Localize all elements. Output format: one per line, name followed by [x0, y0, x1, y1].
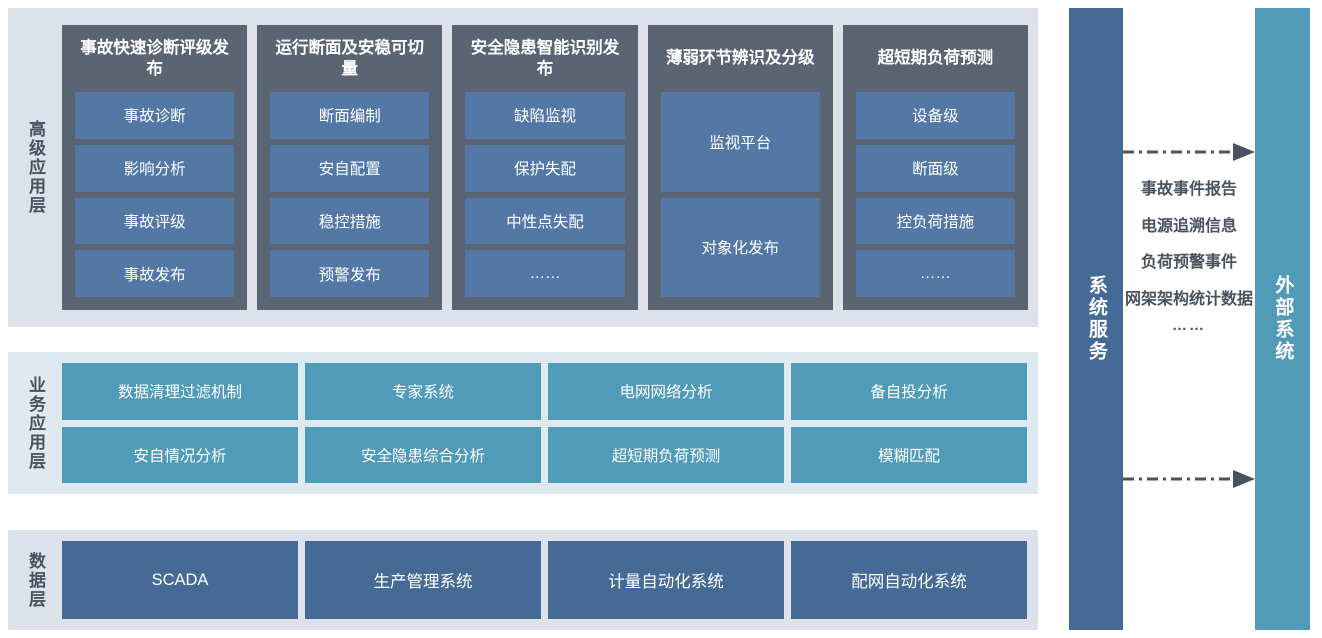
- app-column-title: 事故快速诊断评级发布: [80, 38, 229, 78]
- app-column-safety-hazard[interactable]: 安全隐患智能识别发布 缺陷监视 保护失配 中性点失配 ……: [452, 25, 638, 310]
- business-row: 安自情况分析 安全隐患综合分析 超短期负荷预测 模糊匹配: [62, 426, 1027, 483]
- exchange-connector-area: 事故事件报告 电源追溯信息 负荷预警事件 网架架构统计数据 ……: [1123, 8, 1255, 630]
- exchange-item-accident-event-report: 事故事件报告: [1140, 181, 1237, 198]
- app-column-title: 安全隐患智能识别发布: [470, 38, 620, 78]
- app-column-ultra-short-load-forecast[interactable]: 超短期负荷预测 设备级 断面级 控负荷措施 ……: [842, 25, 1029, 310]
- app-column-item-list: 断面编制 安自配置 稳控措施 预警发布: [270, 92, 430, 297]
- business-item[interactable]: 安自情况分析: [62, 426, 298, 483]
- flow-arrow-bottom-icon: [1123, 470, 1255, 488]
- app-item[interactable]: 事故发布: [75, 250, 235, 297]
- business-item[interactable]: 专家系统: [305, 363, 541, 420]
- app-item[interactable]: 断面级: [855, 144, 1016, 192]
- app-item[interactable]: 中性点失配: [465, 197, 625, 245]
- business-item[interactable]: 安全隐患综合分析: [305, 426, 541, 483]
- data-layer-rows: SCADA 生产管理系统 计量自动化系统 配网自动化系统: [62, 530, 1038, 630]
- app-item[interactable]: 监视平台: [660, 92, 820, 192]
- app-item[interactable]: ……: [855, 250, 1016, 297]
- app-item[interactable]: 对象化发布: [660, 197, 820, 297]
- system-service-bar[interactable]: 系统服务: [1069, 8, 1123, 630]
- layer-data: 数据层 SCADA 生产管理系统 计量自动化系统 配网自动化系统: [8, 530, 1038, 630]
- app-item[interactable]: 保护失配: [465, 144, 625, 192]
- exchange-item-list: 事故事件报告 电源追溯信息 负荷预警事件 网架架构统计数据 ……: [1123, 180, 1255, 334]
- business-item[interactable]: 数据清理过滤机制: [62, 363, 298, 420]
- business-item[interactable]: 超短期负荷预测: [548, 426, 784, 483]
- business-item[interactable]: 电网网络分析: [548, 363, 784, 420]
- business-item[interactable]: 备自投分析: [791, 363, 1027, 420]
- app-item[interactable]: 事故诊断: [75, 92, 235, 139]
- app-item[interactable]: 设备级: [855, 92, 1016, 139]
- app-item[interactable]: 断面编制: [270, 92, 430, 139]
- business-application-rows: 数据清理过滤机制 专家系统 电网网络分析 备自投分析 安自情况分析 安全隐患综合…: [62, 352, 1038, 494]
- app-item[interactable]: 缺陷监视: [465, 92, 625, 139]
- layer-label-business-application: 业务应用层: [26, 375, 46, 471]
- app-column-item-list: 监视平台 对象化发布: [660, 92, 820, 297]
- data-item[interactable]: SCADA: [62, 541, 298, 619]
- data-item[interactable]: 计量自动化系统: [548, 541, 784, 619]
- app-item[interactable]: 事故评级: [75, 197, 235, 245]
- app-column-title: 超短期负荷预测: [877, 49, 994, 68]
- data-row: SCADA 生产管理系统 计量自动化系统 配网自动化系统: [62, 541, 1027, 619]
- layer-label-data: 数据层: [26, 551, 46, 609]
- app-column-item-list: 事故诊断 影响分析 事故评级 事故发布: [75, 92, 235, 297]
- app-column-weak-link[interactable]: 薄弱环节辨识及分级 监视平台 对象化发布: [647, 25, 833, 310]
- exchange-item-power-source-trace-info: 电源追溯信息: [1140, 217, 1237, 235]
- advanced-application-columns: 事故快速诊断评级发布 事故诊断 影响分析 事故评级 事故发布 运行断面及安稳可切…: [62, 8, 1038, 327]
- flow-arrow-top-icon: [1123, 143, 1255, 161]
- app-column-accident-diagnosis[interactable]: 事故快速诊断评级发布 事故诊断 影响分析 事故评级 事故发布: [62, 25, 248, 310]
- exchange-item-grid-structure-statistics: 网架架构统计数据: [1124, 290, 1253, 308]
- app-item[interactable]: 影响分析: [75, 144, 235, 192]
- app-item[interactable]: 安自配置: [270, 144, 430, 192]
- data-item[interactable]: 生产管理系统: [305, 541, 541, 619]
- exchange-item-load-warning-event: 负荷预警事件: [1140, 254, 1237, 272]
- business-row: 数据清理过滤机制 专家系统 电网网络分析 备自投分析: [62, 363, 1027, 420]
- app-item[interactable]: 稳控措施: [270, 197, 430, 245]
- external-system-bar[interactable]: 外部系统: [1255, 8, 1310, 630]
- layer-label-advanced-application: 高级应用层: [26, 120, 46, 215]
- layer-business-application: 业务应用层 数据清理过滤机制 专家系统 电网网络分析 备自投分析 安自情况分析 …: [8, 352, 1038, 494]
- app-item[interactable]: ……: [465, 250, 625, 297]
- exchange-item-ellipsis: ……: [1172, 317, 1206, 335]
- business-item[interactable]: 模糊匹配: [791, 426, 1027, 483]
- layer-advanced-application: 高级应用层 事故快速诊断评级发布 事故诊断 影响分析 事故评级 事故发布 运行断…: [8, 8, 1038, 327]
- app-column-item-list: 缺陷监视 保护失配 中性点失配 ……: [465, 92, 625, 297]
- app-column-item-list: 设备级 断面级 控负荷措施 ……: [855, 92, 1016, 297]
- app-item[interactable]: 预警发布: [270, 250, 430, 297]
- app-column-title: 运行断面及安稳可切量: [275, 38, 425, 78]
- app-column-title: 薄弱环节辨识及分级: [665, 49, 815, 68]
- app-column-operating-section[interactable]: 运行断面及安稳可切量 断面编制 安自配置 稳控措施 预警发布: [257, 25, 443, 310]
- app-item[interactable]: 控负荷措施: [855, 197, 1016, 245]
- data-item[interactable]: 配网自动化系统: [791, 541, 1027, 619]
